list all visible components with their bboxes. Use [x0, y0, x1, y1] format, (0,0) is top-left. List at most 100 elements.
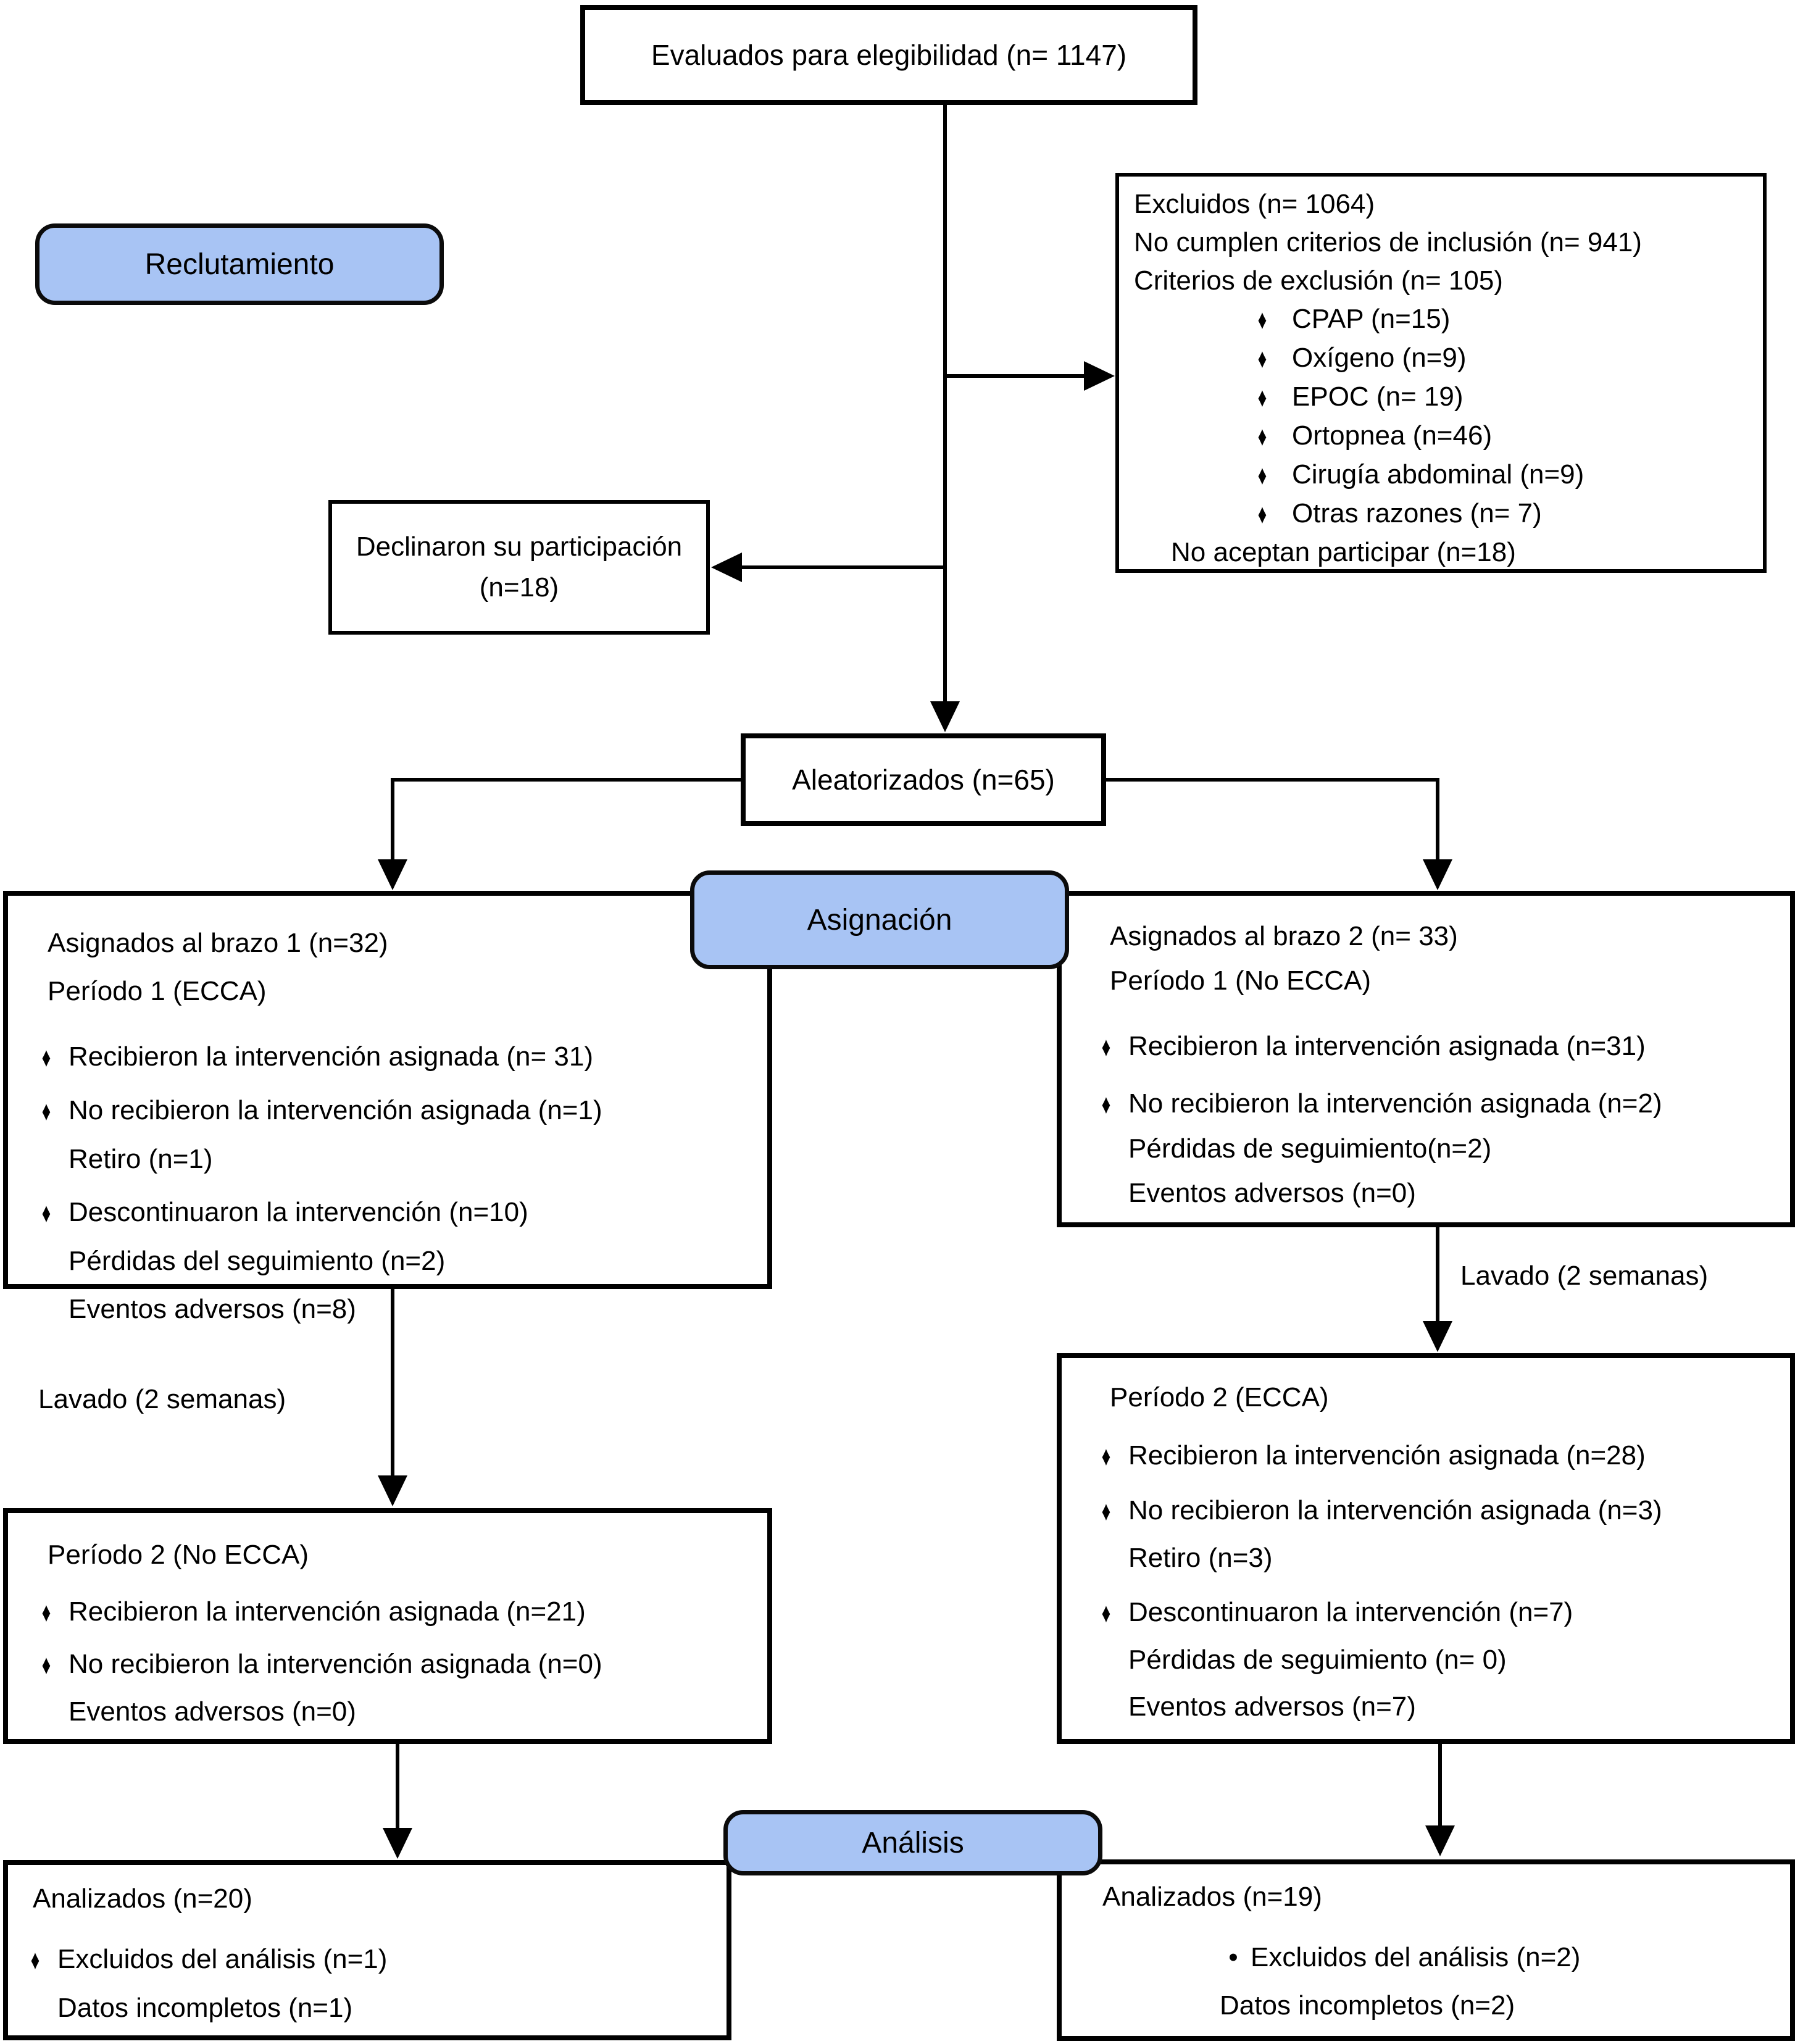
bullet-row: ♦ No recibieron la intervención asignada…: [1062, 1082, 1790, 1127]
bullet-text: Recibieron la intervención asignada (n=2…: [1128, 1440, 1646, 1470]
bullet-text: Recibieron la intervención asignada (n=3…: [1128, 1031, 1646, 1061]
connector-eligibility-spine: [943, 104, 947, 722]
arm1-period2-box: Período 2 (No ECCA) ♦ Recibieron la inte…: [3, 1508, 772, 1744]
bullet-text: No recibieron la intervención asignada (…: [69, 1095, 602, 1125]
excluded-bullet-row: ♦ Oxígeno (n=9): [1134, 339, 1748, 378]
arrowhead-to-declined-icon: [711, 553, 742, 582]
bullet-text: No recibieron la intervención asignada (…: [1128, 1495, 1662, 1525]
arrowhead-to-arm1-period2-icon: [378, 1475, 407, 1506]
bullet-row: ♦ No recibieron la intervención asignada…: [8, 1087, 767, 1135]
stage-recruitment-pill: Reclutamiento: [35, 223, 444, 305]
bullet-text: Descontinuaron la intervención (n=10): [69, 1197, 528, 1227]
bullet-row: ♦ Recibieron la intervención asignada (n…: [1062, 1024, 1790, 1069]
arm1-period1-title: Asignados al brazo 1 (n=32): [48, 928, 388, 958]
bullet-text: Descontinuaron la intervención (n=7): [1128, 1597, 1573, 1627]
bullet-row: • Excluidos del análisis (n=2): [1062, 1933, 1790, 1982]
bullet-text: Excluidos del análisis (n=1): [57, 1944, 388, 1974]
stage-analysis-pill: Análisis: [723, 1810, 1102, 1875]
washout-right-label: Lavado (2 semanas): [1460, 1261, 1709, 1291]
arrowhead-to-analysis-right-icon: [1425, 1825, 1455, 1856]
bullet-row: ♦ No recibieron la intervención asignada…: [1062, 1487, 1790, 1535]
branch-right-horizontal: [1105, 778, 1439, 782]
bullet-row: ♦ Descontinuaron la intervención (n=10): [8, 1188, 767, 1237]
connector-arm1-analysis: [396, 1743, 399, 1830]
excluded-footer: No aceptan participar (n=18): [1171, 537, 1516, 567]
bullet-text: Excluidos del análisis (n=2): [1251, 1942, 1581, 1972]
diamond-bullet-icon: ♦: [1257, 382, 1267, 413]
bullet-text: Recibieron la intervención asignada (n= …: [69, 1041, 593, 1072]
bullet-continuation: Retiro (n=1): [69, 1144, 213, 1174]
arm2-period1-box: Asignados al brazo 2 (n= 33) Período 1 (…: [1057, 891, 1795, 1227]
diamond-bullet-icon: ♦: [1101, 1089, 1111, 1120]
branch-left-vertical: [391, 778, 394, 863]
eligibility-box: Evaluados para elegibilidad (n= 1147): [580, 5, 1197, 105]
bullet-continuation: Datos incompletos (n=1): [57, 1993, 353, 2023]
bullet-row: ♦ Recibieron la intervención asignada (n…: [1062, 1432, 1790, 1480]
bullet-text: No recibieron la intervención asignada (…: [69, 1649, 602, 1679]
arm1-period2-title: Período 2 (No ECCA): [48, 1540, 309, 1570]
connector-to-declined: [739, 565, 944, 569]
diamond-bullet-icon: ♦: [30, 1945, 40, 1975]
washout-left-label: Lavado (2 semanas): [38, 1384, 286, 1414]
diamond-bullet-icon: ♦: [1257, 343, 1267, 374]
excluded-title: Excluidos (n= 1064): [1134, 189, 1375, 219]
declined-line2: (n=18): [479, 572, 559, 603]
excluded-bullet-text: EPOC (n= 19): [1292, 382, 1464, 412]
bullet-text: No recibieron la intervención asignada (…: [1128, 1088, 1662, 1119]
bullet-row: ♦ Recibieron la intervención asignada (n…: [8, 1033, 767, 1082]
bullet-continuation: Retiro (n=3): [1128, 1543, 1273, 1573]
bullet-continuation: Eventos adversos (n=0): [69, 1696, 356, 1727]
diamond-bullet-icon: ♦: [41, 1042, 51, 1073]
branch-left-horizontal: [391, 778, 742, 782]
analysis-left-title: Analizados (n=20): [33, 1883, 252, 1914]
stage-allocation-label: Asignación: [807, 903, 952, 936]
declined-box: Declinaron su participación (n=18): [328, 500, 710, 635]
diamond-bullet-icon: ♦: [1101, 1598, 1111, 1629]
randomized-text: Aleatorizados (n=65): [792, 764, 1055, 796]
diamond-bullet-icon: ♦: [1257, 304, 1267, 335]
excluded-bullet-row: ♦ CPAP (n=15): [1134, 300, 1748, 339]
excluded-criteria-exclusion: Criterios de exclusión (n= 105): [1134, 265, 1503, 296]
bullet-continuation: Pérdidas de seguimiento(n=2): [1128, 1133, 1492, 1164]
diamond-bullet-icon: ♦: [41, 1650, 51, 1680]
excluded-criteria-inclusion: No cumplen criterios de inclusión (n= 94…: [1134, 227, 1642, 257]
diamond-bullet-icon: ♦: [1257, 421, 1267, 452]
arrowhead-to-arm2-icon: [1423, 859, 1452, 890]
dot-bullet-icon: •: [1228, 1942, 1238, 1972]
excluded-bullet-text: Otras razones (n= 7): [1292, 498, 1542, 528]
analysis-right-title: Analizados (n=19): [1102, 1882, 1322, 1912]
bullet-row: ♦ Recibieron la intervención asignada (n…: [8, 1588, 767, 1636]
excluded-bullet-text: Ortopnea (n=46): [1292, 420, 1493, 451]
arm2-period2-title: Período 2 (ECCA): [1110, 1382, 1329, 1412]
diamond-bullet-icon: ♦: [41, 1198, 51, 1228]
eligibility-text: Evaluados para elegibilidad (n= 1147): [651, 39, 1127, 71]
declined-line1: Declinaron su participación: [356, 532, 683, 562]
excluded-bullet-text: Cirugía abdominal (n=9): [1292, 459, 1584, 490]
excluded-bullet-row: ♦ Otras razones (n= 7): [1134, 494, 1748, 533]
excluded-bullet-text: CPAP (n=15): [1292, 304, 1451, 334]
bullet-text: Recibieron la intervención asignada (n=2…: [69, 1596, 586, 1627]
excluded-bullet-row: ♦ Cirugía abdominal (n=9): [1134, 456, 1748, 494]
bullet-continuation: Pérdidas de seguimiento (n= 0): [1128, 1645, 1507, 1675]
excluded-box: Excluidos (n= 1064) No cumplen criterios…: [1115, 173, 1767, 573]
connector-to-excluded: [945, 374, 1086, 378]
stage-allocation-pill: Asignación: [690, 870, 1069, 969]
diamond-bullet-icon: ♦: [1101, 1441, 1111, 1472]
bullet-continuation: Eventos adversos (n=7): [1128, 1692, 1416, 1722]
bullet-continuation: Pérdidas del seguimiento (n=2): [69, 1246, 446, 1276]
diamond-bullet-icon: ♦: [1257, 499, 1267, 530]
bullet-continuation: Eventos adversos (n=0): [1128, 1178, 1416, 1208]
connector-arm2-analysis: [1438, 1743, 1442, 1828]
diamond-bullet-icon: ♦: [41, 1096, 51, 1127]
branch-right-vertical: [1436, 778, 1439, 863]
analysis-right-box: Analizados (n=19) • Excluidos del anális…: [1057, 1859, 1795, 2041]
analysis-left-box: Analizados (n=20) ♦ Excluidos del anális…: [3, 1860, 731, 2040]
bullet-row: ♦ Excluidos del análisis (n=1): [8, 1935, 727, 1984]
randomized-box: Aleatorizados (n=65): [741, 733, 1106, 826]
bullet-continuation: Datos incompletos (n=2): [1220, 1990, 1515, 2021]
diamond-bullet-icon: ♦: [41, 1597, 51, 1628]
diamond-bullet-icon: ♦: [1101, 1496, 1111, 1527]
diamond-bullet-icon: ♦: [1257, 460, 1267, 491]
stage-recruitment-label: Reclutamiento: [144, 248, 335, 281]
excluded-bullet-text: Oxígeno (n=9): [1292, 343, 1467, 373]
